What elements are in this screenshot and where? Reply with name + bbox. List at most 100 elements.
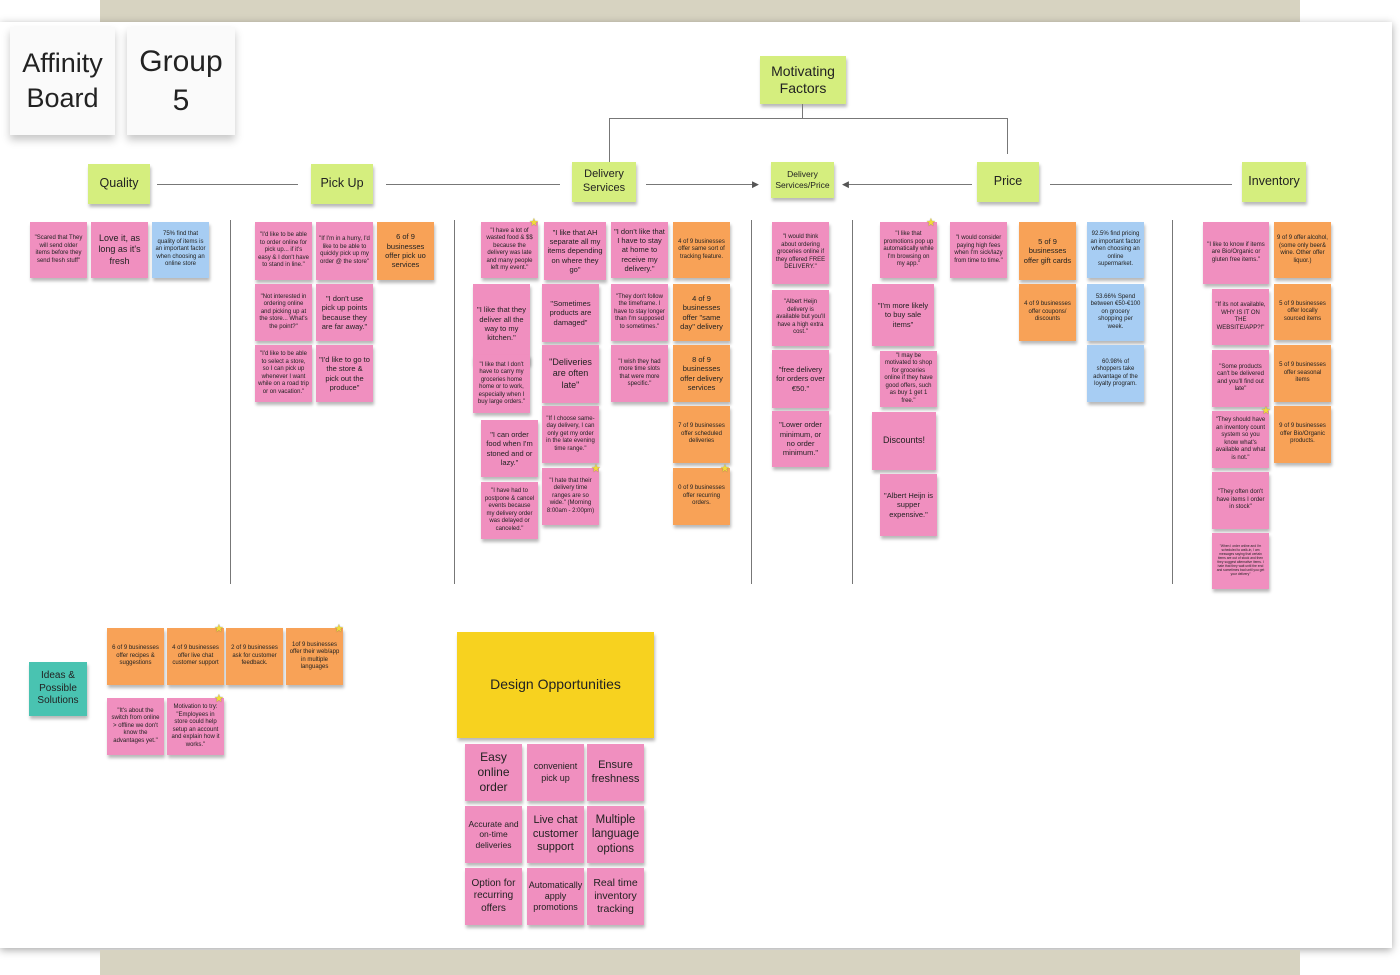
idea-note[interactable]: 4 of 9 businesses offer live chat custom… [167, 628, 224, 685]
arrow-left-icon: ◀ [842, 179, 849, 189]
delivery-note[interactable]: "Sometimes products are damaged" [542, 284, 599, 342]
delivery-note[interactable]: "I have a lot of wasted food & $$ becaus… [481, 222, 538, 278]
opportunity-note[interactable]: convenient pick up [527, 744, 584, 801]
category-delivery[interactable]: Delivery Services [572, 162, 636, 202]
group-line2: 5 [172, 84, 190, 117]
price-note[interactable]: 4 of 9 businesses offer coupons/ discoun… [1019, 284, 1076, 341]
delivery-price-note[interactable]: "Lower order minimum, or no order minimu… [772, 411, 829, 467]
arrow-line [848, 184, 972, 185]
quality-note[interactable]: "Scared that They will send older items … [30, 222, 87, 278]
inventory-note[interactable]: "I like to know if items are Bio/Organic… [1203, 222, 1269, 284]
pickup-note[interactable]: "I'd like to be able to order online for… [255, 222, 312, 280]
price-note[interactable]: "I may be motivated to shop for grocerie… [880, 351, 937, 407]
quality-note[interactable]: Love it, as long as it's fresh [91, 222, 148, 278]
category-delivery-price[interactable]: Delivery Services/Price [771, 162, 834, 198]
inventory-note[interactable]: "They should have an inventory count sys… [1212, 411, 1269, 468]
star-icon: ★ [529, 217, 539, 229]
idea-note[interactable]: 2 of 9 businesses ask for customer feedb… [226, 628, 283, 685]
opportunity-note[interactable]: Option for recurring offers [465, 868, 522, 925]
price-note[interactable]: 53.66% Spend between €50-€100 on grocery… [1087, 284, 1144, 341]
board-title-line2: Board [26, 83, 99, 113]
connector-line [386, 184, 560, 185]
delivery-note[interactable]: 0 of 9 businesses offer recurring orders… [673, 468, 730, 525]
opportunity-note[interactable]: Easy online order [465, 744, 522, 801]
delivery-note[interactable]: "They don't follow the timeframe. I have… [611, 284, 668, 341]
opportunity-note[interactable]: Automatically apply promotions [527, 868, 584, 925]
star-icon: ★ [720, 463, 730, 475]
price-note[interactable]: "I like that promotions pop up automatic… [880, 222, 937, 278]
delivery-note[interactable]: "I like that AH separate all my items de… [544, 222, 606, 280]
delivery-note[interactable]: "I like that I don't have to carry my gr… [473, 355, 530, 413]
category-pickup[interactable]: Pick Up [311, 164, 373, 204]
inventory-note[interactable]: 5 of 9 businesses offer locally sourced … [1274, 284, 1331, 340]
delivery-price-note[interactable]: "Albert Heijn delivery is available but … [772, 290, 829, 346]
delivery-note[interactable]: 4 of 9 businesses offer "same day" deliv… [673, 284, 730, 341]
inventory-note[interactable]: 9 of 9 businesses offer Bio/Organic prod… [1274, 406, 1331, 463]
arrow-line [646, 184, 756, 185]
inventory-note[interactable]: "If its not available, WHY IS IT ON THE … [1212, 289, 1269, 345]
pickup-note[interactable]: "Not interested in ordering online and p… [255, 284, 312, 341]
pickup-note[interactable]: "If I'm in a hurry, I'd like to be able … [316, 222, 373, 280]
price-note[interactable]: "I'm more likely to buy sale items" [872, 284, 934, 346]
delivery-note[interactable]: "I can order food when I'm stoned and or… [481, 420, 538, 477]
delivery-note[interactable]: "I wish they had more time slots that we… [611, 345, 668, 402]
motivating-factors-note[interactable]: Motivating Factors [760, 56, 846, 104]
price-note[interactable]: 5 of 9 businesses offer gift cards [1019, 222, 1076, 280]
category-price[interactable]: Price [977, 162, 1039, 202]
delivery-note[interactable]: "I have had to postpone & cancel events … [481, 482, 538, 539]
star-icon: ★ [591, 463, 601, 475]
inventory-note[interactable]: 9 of 9 offer alcohol, (some only beer& w… [1274, 222, 1331, 278]
delivery-note[interactable]: 7 of 9 businesses offer scheduled delive… [673, 406, 730, 463]
inventory-note[interactable]: "Some products can't be delivered and yo… [1212, 350, 1269, 407]
affinity-board-canvas[interactable]: Affinity Board Group 5 Motivating Factor… [0, 22, 1392, 948]
idea-note[interactable]: Motivation to try: "Employees in store c… [167, 698, 224, 755]
pickup-note[interactable]: 6 of 9 businesses offer pick uo services [377, 222, 434, 280]
column-divider [454, 220, 455, 584]
delivery-note[interactable]: "I hate that their delivery time ranges … [542, 468, 599, 525]
idea-note[interactable]: 1of 9 businesses offer their web/app in … [286, 628, 343, 685]
motivating-line2: Factors [779, 80, 827, 96]
price-note[interactable]: Discounts! [872, 412, 936, 470]
delivery-note[interactable]: "If I choose same-day delivery, I can on… [542, 406, 599, 463]
inventory-note[interactable]: 5 of 9 businesses offer seasonal items [1274, 345, 1331, 402]
design-opportunities-note[interactable]: Design Opportunities [457, 632, 654, 738]
connector-line [609, 118, 1008, 119]
idea-note[interactable]: "It's about the switch from online > off… [107, 698, 164, 755]
delivery-price-note[interactable]: "I would think about ordering groceries … [772, 222, 829, 284]
star-icon: ★ [1261, 405, 1271, 417]
opportunity-note[interactable]: Accurate and on-time deliveries [465, 806, 522, 863]
opportunity-note[interactable]: Live chat customer support [527, 806, 584, 863]
board-title-note[interactable]: Affinity Board [10, 27, 115, 135]
quality-note[interactable]: 75% find that quality of items is an imp… [152, 222, 209, 278]
connector-line [1050, 184, 1232, 185]
delivery-note[interactable]: 8 of 9 businesses offer delivery service… [673, 345, 730, 402]
price-note[interactable]: 60.98% of shoppers take advantage of the… [1087, 345, 1144, 402]
group-line1: Group [139, 45, 223, 78]
ideas-label-note[interactable]: Ideas & Possible Solutions [29, 662, 87, 716]
star-icon: ★ [214, 623, 224, 635]
delivery-note[interactable]: "I don't like that I have to stay at hom… [611, 222, 668, 278]
pickup-note[interactable]: "I don't use pick up points because they… [316, 284, 373, 341]
delivery-note[interactable]: 4 of 9 businesses offer same sort of tra… [673, 222, 730, 278]
opportunity-note[interactable]: Real time inventory tracking [587, 868, 644, 925]
opportunity-note[interactable]: Ensure freshness [587, 744, 644, 801]
price-note[interactable]: "Albert Heijn is supper expensive." [880, 474, 937, 536]
opportunity-note[interactable]: Multiple language options [587, 806, 644, 863]
pickup-note[interactable]: "I'd like to go to the store & pick out … [316, 345, 373, 402]
connector-line [609, 118, 610, 162]
bottom-canvas-band [100, 950, 1300, 975]
price-note[interactable]: 92.5% find pricing an important factor w… [1087, 222, 1144, 278]
category-inventory[interactable]: Inventory [1242, 162, 1306, 202]
idea-note[interactable]: 6 of 9 businesses offer recipes & sugges… [107, 628, 164, 685]
inventory-note[interactable]: "When I order online and I'm scheduled t… [1212, 533, 1269, 589]
group-note[interactable]: Group 5 [127, 27, 235, 135]
pickup-note[interactable]: "I'd like to be able to select a store, … [255, 345, 312, 402]
delivery-note[interactable]: "I like that they deliver all the way to… [473, 284, 530, 364]
column-divider [1172, 220, 1173, 584]
price-note[interactable]: "I would consider paying high fees when … [950, 222, 1007, 278]
column-divider [852, 220, 853, 584]
inventory-note[interactable]: "They often don't have items I order in … [1212, 472, 1269, 529]
delivery-price-note[interactable]: "free delivery for orders over €50." [772, 350, 829, 408]
delivery-note[interactable]: "Deliveries are often late" [542, 345, 599, 403]
category-quality[interactable]: Quality [88, 164, 150, 204]
